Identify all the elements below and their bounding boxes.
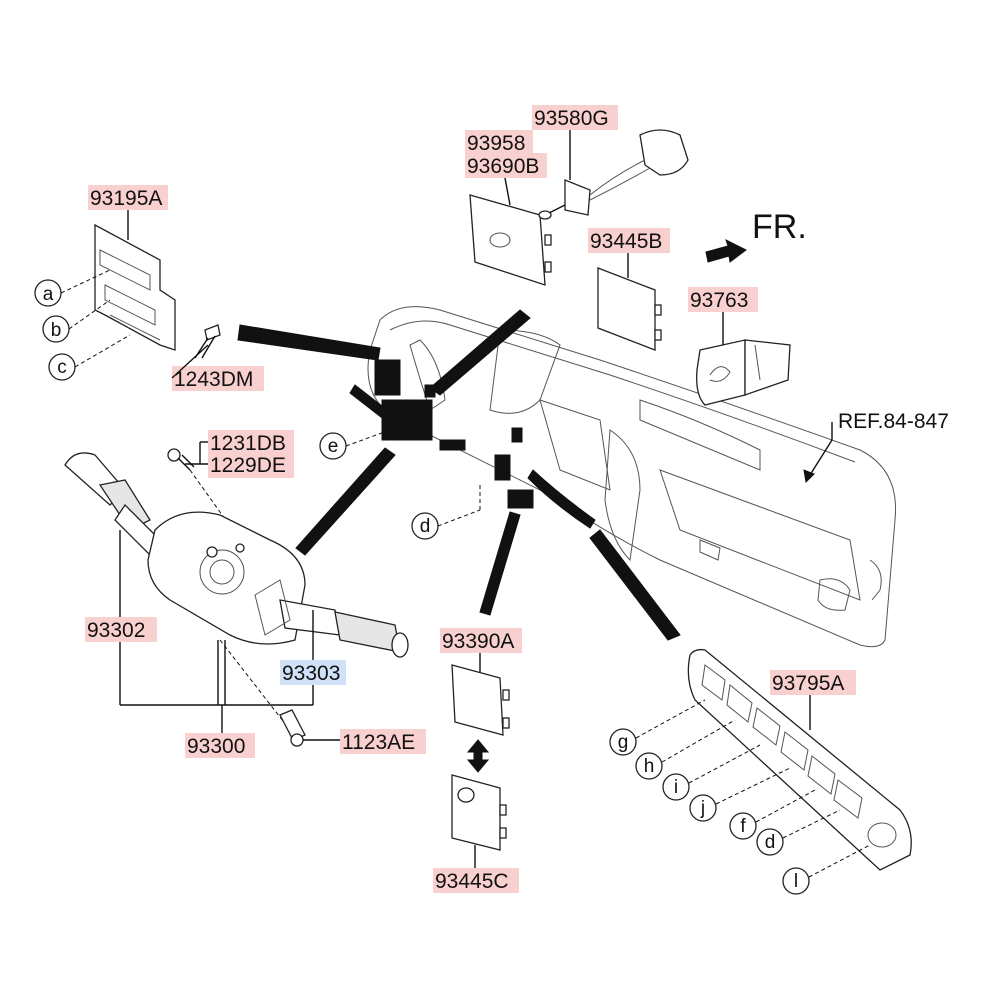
part-number-1123AE: 1123AE	[342, 731, 415, 754]
label-93795A: 93795A	[770, 670, 856, 730]
switch-cluster	[349, 359, 534, 509]
label-93445B: 93445B	[588, 228, 670, 278]
label-1231DB: 1231DB 1229DE	[185, 430, 294, 478]
bezel-93795A	[687, 648, 912, 871]
callout-a: a	[34, 269, 111, 307]
part-number-93445B: 93445B	[590, 230, 662, 253]
callout-g: g	[609, 699, 706, 756]
reference-label: REF.84-847	[803, 410, 949, 484]
blank-93445B	[597, 267, 662, 351]
exchange-arrow	[466, 739, 490, 773]
part-number-1229DE: 1229DE	[210, 454, 286, 477]
part-number-93445C: 93445C	[435, 870, 509, 893]
svg-text:l: l	[794, 871, 798, 892]
switch-93580G	[538, 129, 689, 220]
part-number-93303: 93303	[282, 662, 340, 685]
svg-text:b: b	[51, 320, 62, 341]
svg-text:i: i	[674, 777, 678, 798]
part-number-93795A: 93795A	[772, 672, 844, 695]
callout-j: j	[689, 767, 791, 822]
front-direction-indicator: FR.	[705, 208, 807, 263]
panel-93445C	[451, 774, 507, 851]
label-93580G: 93580G	[532, 105, 618, 180]
callout-h: h	[635, 719, 736, 780]
part-number-93958: 93958	[467, 132, 525, 155]
part-number-93195A: 93195A	[90, 187, 162, 210]
label-93958: 93958 93690B	[465, 130, 547, 206]
callout-e: e	[319, 429, 391, 460]
callout-d-bezel: d	[756, 809, 841, 856]
callout-c: c	[48, 334, 131, 381]
cover-93390A	[451, 664, 510, 736]
part-number-93690B: 93690B	[467, 155, 539, 178]
switch-93763	[696, 339, 791, 406]
callout-l: l	[782, 844, 871, 895]
svg-text:e: e	[328, 436, 339, 457]
part-number-93300: 93300	[187, 735, 245, 758]
svg-text:g: g	[618, 732, 629, 753]
callout-f: f	[729, 789, 816, 840]
callout-i: i	[662, 744, 761, 801]
reference-text: REF.84-847	[838, 410, 949, 433]
dashboard-outline	[367, 306, 897, 648]
callout-d-center: d	[411, 485, 481, 540]
label-93302: 93302	[85, 530, 157, 705]
panel-93958	[469, 194, 552, 286]
screw-1123AE	[219, 639, 306, 747]
label-93390A: 93390A	[440, 628, 522, 672]
label-1123AE: 1123AE	[303, 729, 426, 754]
label-93445C: 93445C	[433, 845, 519, 893]
pointer-wedges	[237, 309, 681, 641]
part-number-93302: 93302	[87, 619, 145, 642]
part-number-93390A: 93390A	[442, 630, 514, 653]
bracket-93195A	[94, 223, 176, 351]
part-number-93580G: 93580G	[534, 107, 609, 130]
label-93195A: 93195A	[88, 185, 168, 240]
svg-text:a: a	[43, 284, 54, 305]
part-number-93763: 93763	[690, 289, 748, 312]
svg-text:d: d	[420, 516, 431, 537]
svg-text:f: f	[740, 816, 746, 837]
svg-text:d: d	[765, 832, 776, 853]
multifunction-switch-93300	[64, 452, 409, 658]
label-93303: 93303	[280, 610, 346, 705]
label-1243DM: 1243DM	[171, 344, 264, 391]
label-93300: 93300	[120, 640, 313, 758]
svg-text:h: h	[644, 756, 655, 777]
label-93763: 93763	[688, 287, 758, 345]
part-number-1243DM: 1243DM	[174, 368, 253, 391]
front-direction-label: FR.	[752, 208, 807, 246]
svg-text:j: j	[700, 798, 705, 819]
part-number-1231DB: 1231DB	[210, 432, 286, 455]
svg-text:c: c	[57, 357, 67, 378]
callout-b: b	[42, 299, 111, 343]
